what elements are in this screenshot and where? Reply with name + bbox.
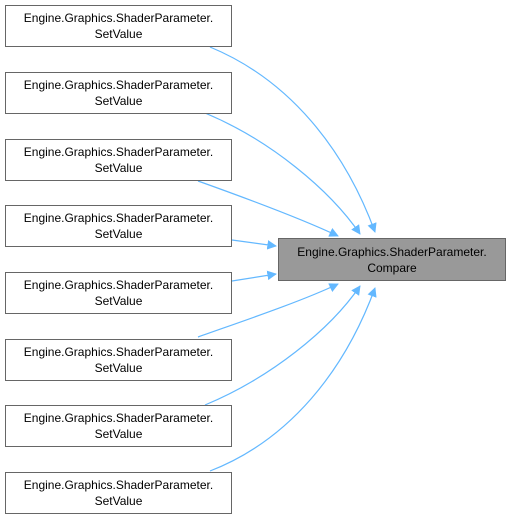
caller-node-setvalue[interactable]: Engine.Graphics.ShaderParameter. SetValu… <box>5 205 232 247</box>
caller-node-label-line1: Engine.Graphics.ShaderParameter. <box>23 11 214 25</box>
edge-6 <box>197 283 339 338</box>
caller-node-label-line1: Engine.Graphics.ShaderParameter. <box>23 278 214 292</box>
caller-node-setvalue[interactable]: Engine.Graphics.ShaderParameter. SetValu… <box>5 339 232 381</box>
edge-8 <box>209 287 377 472</box>
caller-node-label-line2: SetValue <box>94 27 143 41</box>
edge-3 <box>197 180 339 237</box>
caller-node-label-line1: Engine.Graphics.ShaderParameter. <box>23 345 214 359</box>
caller-node-label-line1: Engine.Graphics.ShaderParameter. <box>23 211 214 225</box>
edge-2 <box>204 112 361 235</box>
caller-node-label-line1: Engine.Graphics.ShaderParameter. <box>23 478 214 492</box>
caller-node-label-line2: SetValue <box>94 294 143 308</box>
caller-node-label-line2: SetValue <box>94 161 143 175</box>
caller-node-label-line1: Engine.Graphics.ShaderParameter. <box>23 145 214 159</box>
caller-node-label-line2: SetValue <box>94 494 143 508</box>
target-node-compare: Engine.Graphics.ShaderParameter. Compare <box>278 238 506 281</box>
target-node-label-line1: Engine.Graphics.ShaderParameter. <box>297 244 487 259</box>
caller-node-label-line2: SetValue <box>94 427 143 441</box>
caller-node-label-line1: Engine.Graphics.ShaderParameter. <box>23 78 214 92</box>
edge-4 <box>231 239 277 250</box>
caller-node-setvalue[interactable]: Engine.Graphics.ShaderParameter. SetValu… <box>5 72 232 114</box>
caller-node-label-line2: SetValue <box>94 361 143 375</box>
caller-node-setvalue[interactable]: Engine.Graphics.ShaderParameter. SetValu… <box>5 405 232 447</box>
caller-node-label-line2: SetValue <box>94 227 143 241</box>
edge-1 <box>209 46 377 233</box>
edge-5 <box>231 270 277 282</box>
caller-node-setvalue[interactable]: Engine.Graphics.ShaderParameter. SetValu… <box>5 139 232 181</box>
caller-node-label-line2: SetValue <box>94 94 143 108</box>
caller-node-setvalue[interactable]: Engine.Graphics.ShaderParameter. SetValu… <box>5 272 232 314</box>
caller-node-setvalue[interactable]: Engine.Graphics.ShaderParameter. SetValu… <box>5 472 232 514</box>
caller-node-setvalue[interactable]: Engine.Graphics.ShaderParameter. SetValu… <box>5 5 232 47</box>
edge-7 <box>204 285 361 406</box>
caller-node-label-line1: Engine.Graphics.ShaderParameter. <box>23 411 214 425</box>
target-node-label-line2: Compare <box>367 260 417 275</box>
